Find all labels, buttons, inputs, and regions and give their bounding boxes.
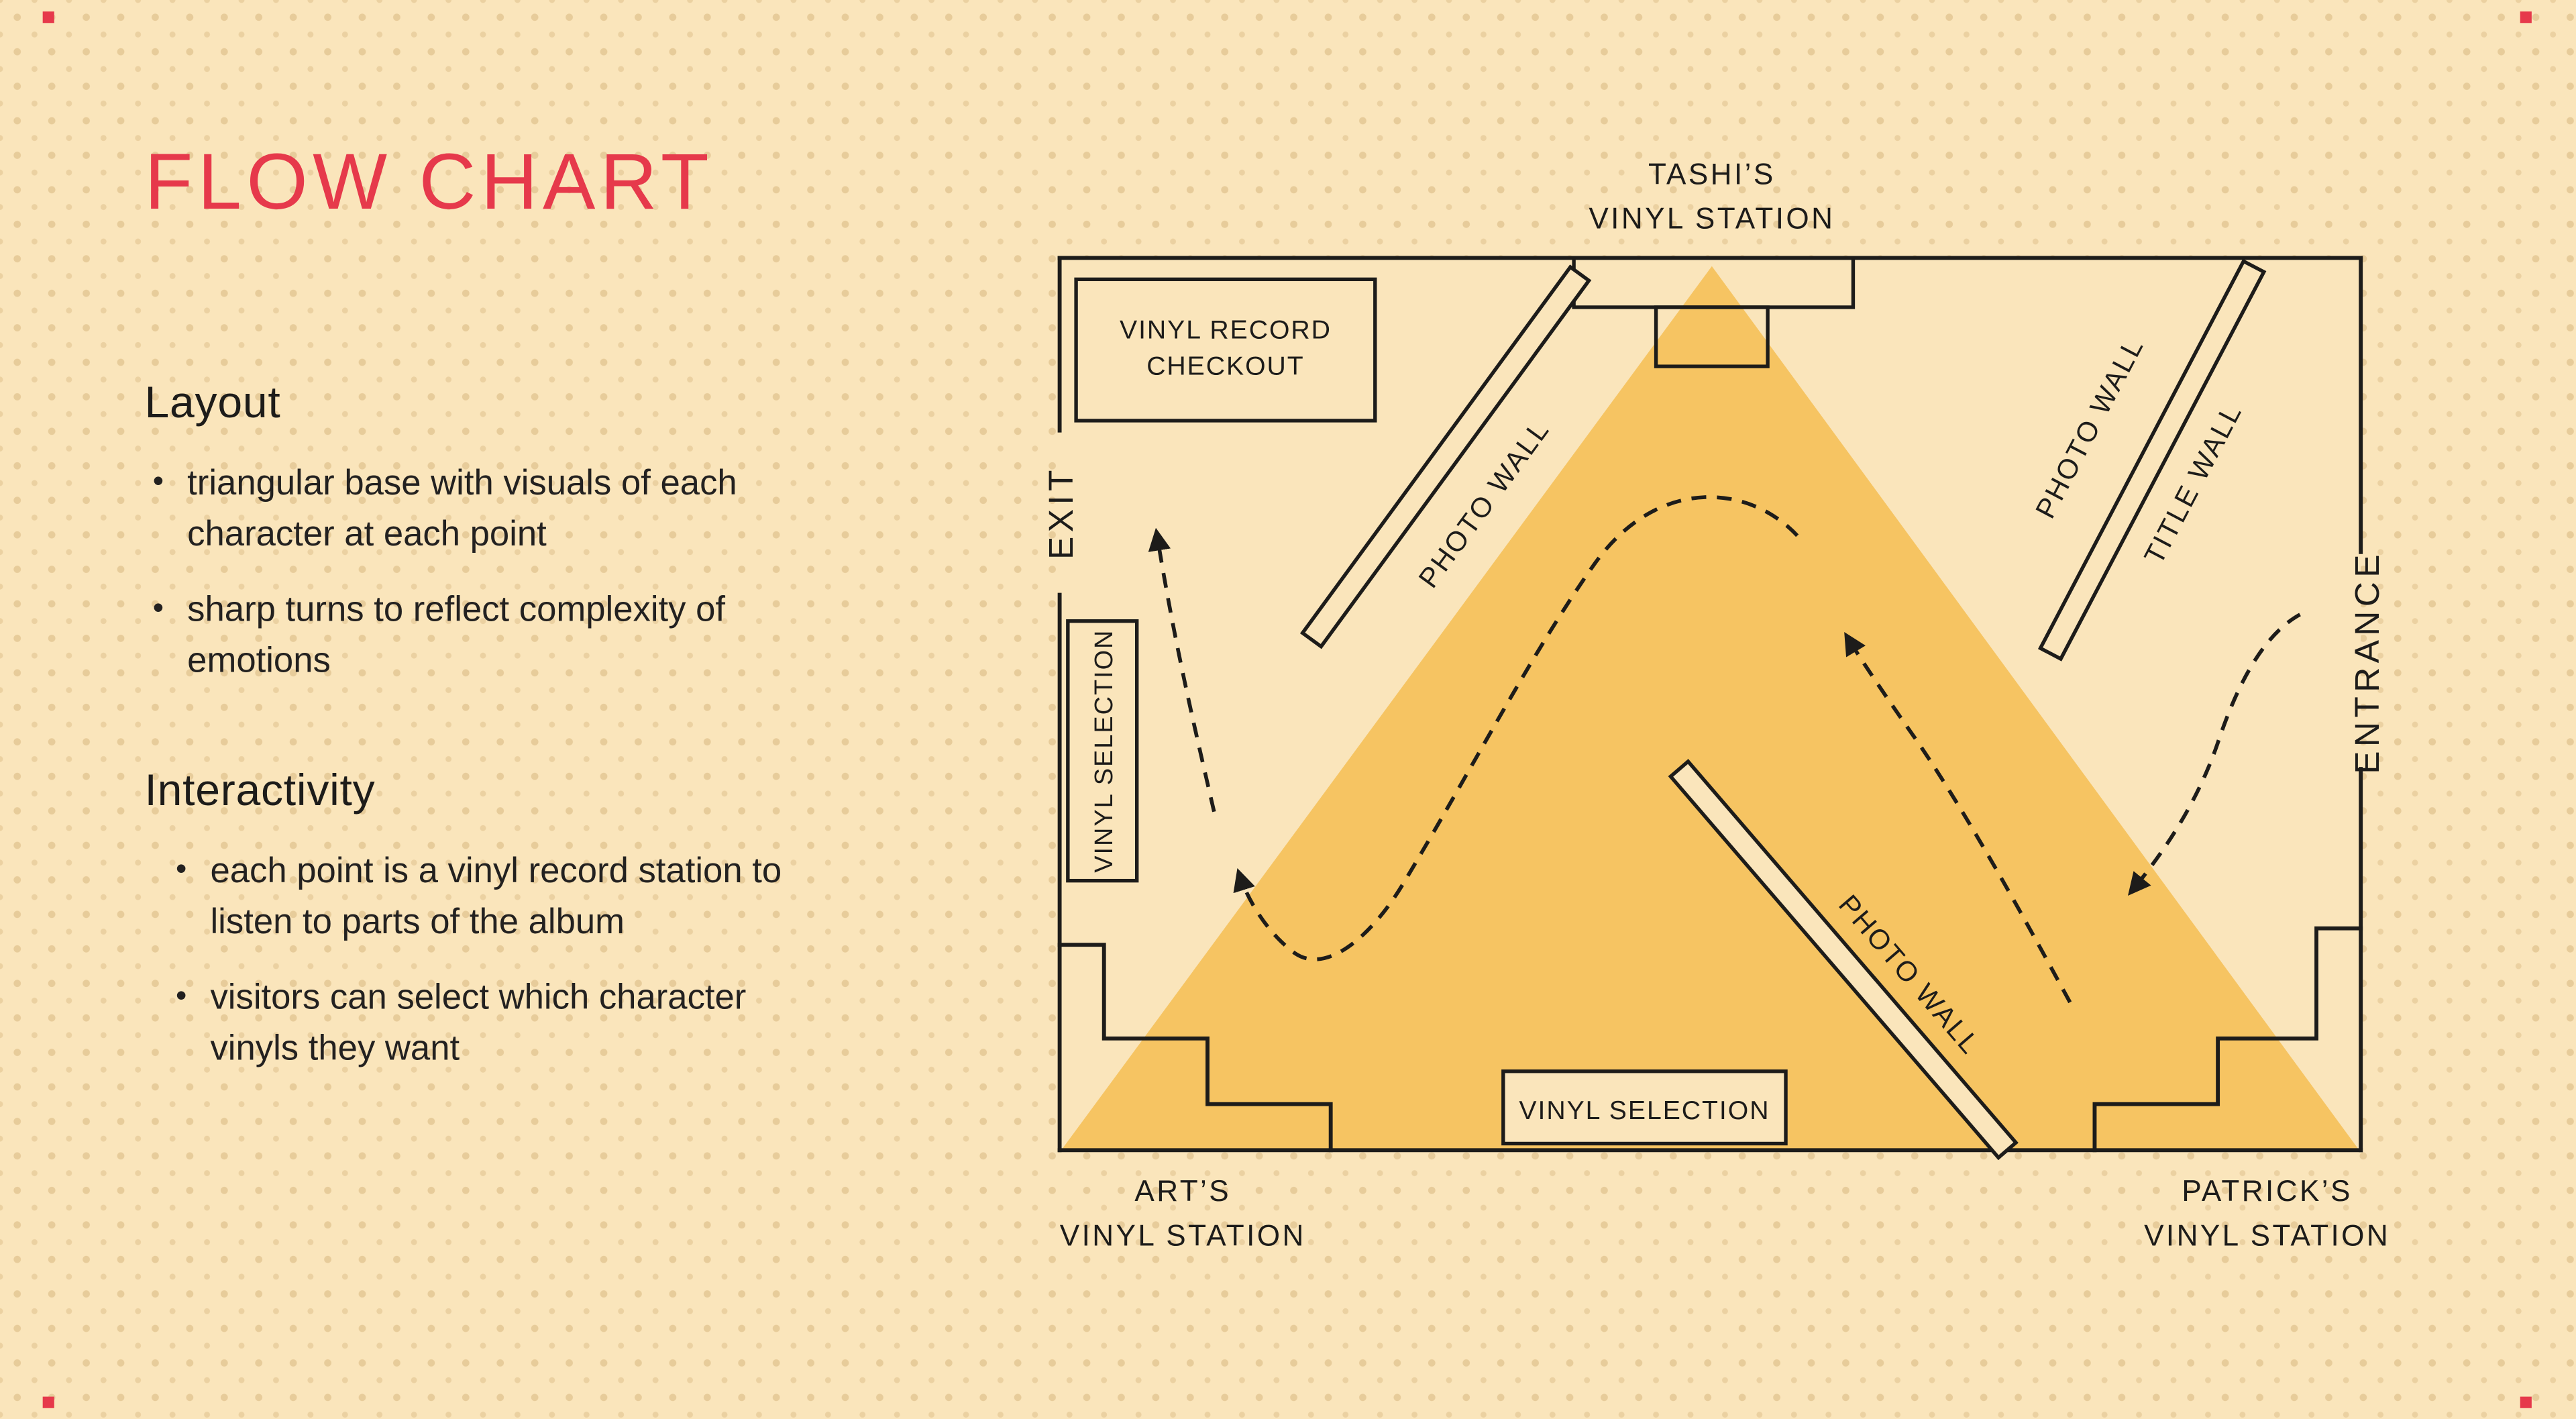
interactivity-bullet-list: each point is a vinyl record station to …: [145, 846, 822, 1074]
section-heading-interactivity: Interactivity: [144, 766, 376, 815]
vinyl-selection-bottom-label: VINYL SELECTION: [1519, 1096, 1770, 1125]
checkout-label-line1: VINYL RECORD: [1120, 315, 1332, 344]
visitor-path-middle: [1844, 631, 2072, 1004]
exit-label: EXIT: [1041, 466, 1080, 560]
photo-title-wall: [2037, 258, 2267, 662]
checkout-booth: [1074, 277, 1377, 423]
tashi-station-podium: [1654, 305, 1770, 368]
triangle-floor: [1061, 266, 2359, 1151]
arts-station-label-line1: ART’S: [1134, 1175, 1231, 1208]
vinyl-selection-left-label: VINYL SELECTION: [1090, 629, 1118, 873]
layout-bullet-list: triangular base with visuals of each cha…: [145, 458, 822, 686]
patricks-station-label-line2: VINYL STATION: [2144, 1219, 2390, 1252]
bullet-item: triangular base with visuals of each cha…: [145, 458, 822, 560]
page-title: FLOW CHART: [144, 140, 714, 227]
visitor-path-scurve: [1233, 495, 1799, 961]
bullet-item: sharp turns to reflect complexity of emo…: [145, 585, 822, 687]
visitor-path-exit: [1148, 527, 1216, 812]
section-layout: Layout triangular base with visuals of e…: [145, 378, 877, 711]
arts-corner-steps: [1057, 943, 1333, 1153]
checkout-label-line2: CHECKOUT: [1146, 352, 1304, 380]
vinyl-selection-bottom: [1501, 1069, 1788, 1146]
corner-mark: [2520, 1396, 2532, 1408]
tashi-station-label-line2: VINYL STATION: [1589, 202, 1835, 235]
vinyl-selection-left: [1066, 619, 1139, 883]
photo-wall-upper-left: [1299, 264, 1592, 649]
corner-mark: [2520, 11, 2532, 23]
section-heading-layout: Layout: [144, 378, 281, 427]
visitor-path-entrance: [2128, 613, 2301, 896]
patricks-corner-steps: [2092, 926, 2363, 1153]
section-interactivity: Interactivity each point is a vinyl reco…: [145, 766, 877, 1099]
bullet-item: each point is a vinyl record station to …: [168, 846, 822, 948]
photo-wall-center: [1668, 759, 2019, 1161]
entrance-label: ENTRANCE: [2347, 550, 2386, 774]
corner-mark: [42, 1396, 54, 1408]
arts-station-label-line2: VINYL STATION: [1060, 1219, 1306, 1252]
bullet-item: visitors can select which character viny…: [168, 973, 822, 1075]
floor-plan-diagram: VINYL RECORD CHECKOUT PHOTO WALL PHOTO W…: [1041, 158, 2390, 1252]
tashi-station-label-line1: TASHI’S: [1648, 158, 1776, 191]
corner-mark: [42, 11, 54, 23]
patricks-station-label-line1: PATRICK’S: [2182, 1175, 2353, 1208]
